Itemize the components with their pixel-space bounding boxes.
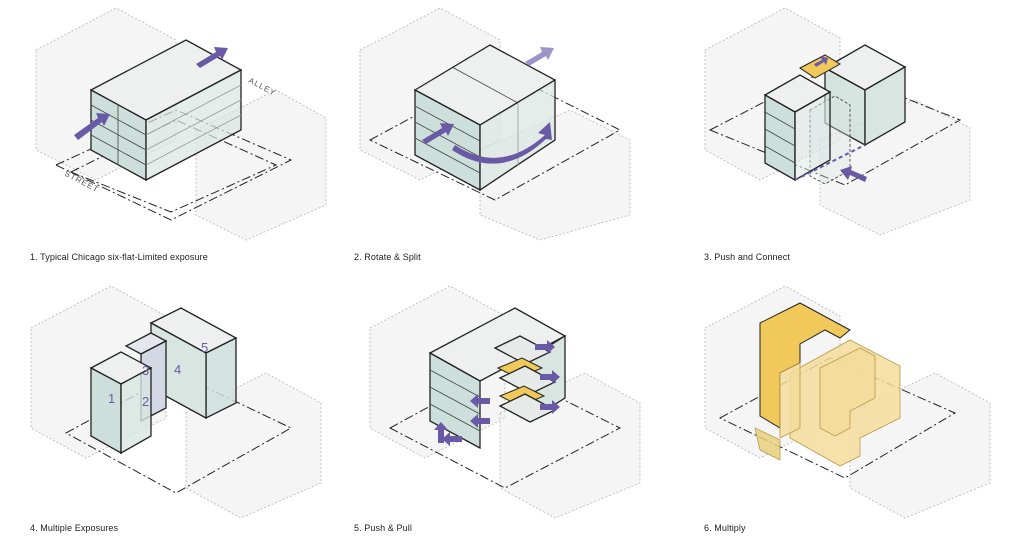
diagram-panel-5: 5. Push & Pull [350, 278, 680, 548]
push-connect-diagram [704, 7, 971, 236]
panel-caption: 5. Push & Pull [354, 523, 412, 533]
lot-outline [64, 372, 293, 494]
arrow-alley-icon [196, 47, 228, 68]
rotate-split-diagram [359, 7, 631, 241]
arrow-left-icon [422, 123, 454, 144]
diagram-panel-2: 2. Rotate & Split [350, 0, 680, 270]
arrow-icon [540, 400, 560, 414]
six-flat-diagram: ALLEY STREET [35, 7, 327, 241]
diagram-panel-3: 3. Push and Connect [700, 0, 1024, 270]
multiplied-volume-side [779, 362, 801, 439]
arrow-connect-icon [840, 166, 867, 182]
panel-caption: 4. Multiple Exposures [30, 523, 119, 533]
arrow-up-icon [814, 56, 828, 67]
panel-caption: 2. Rotate & Split [354, 252, 421, 262]
alley-label: ALLEY [247, 76, 278, 98]
exposure-number-3: 3 [142, 363, 149, 378]
arrow-icon [442, 432, 462, 446]
exposure-number-2: 2 [142, 394, 149, 409]
diagram-panel-6: 6. Multiply [700, 278, 1024, 548]
panel-caption: 3. Push and Connect [704, 252, 790, 262]
lot-outline [718, 357, 957, 479]
connector-roof-yellow [799, 54, 841, 79]
arrow-icon [470, 394, 490, 408]
panel-caption: 1. Typical Chicago six-flat-Limited expo… [30, 252, 208, 262]
multiple-exposures-diagram: 1 2 3 4 5 [30, 285, 322, 519]
lot-outline-inner [69, 119, 278, 213]
arrow-up-icon [525, 47, 554, 66]
multiplied-volume-front [759, 302, 851, 429]
arrow-icon [470, 414, 490, 428]
diagram-panel-1: ALLEY STREET 1. Typical Chicago six-flat… [26, 0, 356, 270]
arrow-icon [540, 370, 560, 384]
arrow-icon [535, 340, 555, 354]
push-pull-diagram [369, 285, 641, 519]
rotate-arrow-icon [452, 122, 552, 164]
diagram-panel-4: 1 2 3 4 5 4. Multiple Exposures [26, 278, 356, 548]
exposure-number-5: 5 [201, 340, 208, 355]
exposure-number-1: 1 [108, 391, 115, 406]
exposure-number-4: 4 [174, 362, 181, 377]
panel-caption: 6. Multiply [704, 523, 746, 533]
arrow-street-icon [74, 113, 110, 140]
lot-outline [388, 367, 622, 489]
multiply-diagram [704, 285, 991, 519]
arrow-up-icon [434, 422, 448, 443]
